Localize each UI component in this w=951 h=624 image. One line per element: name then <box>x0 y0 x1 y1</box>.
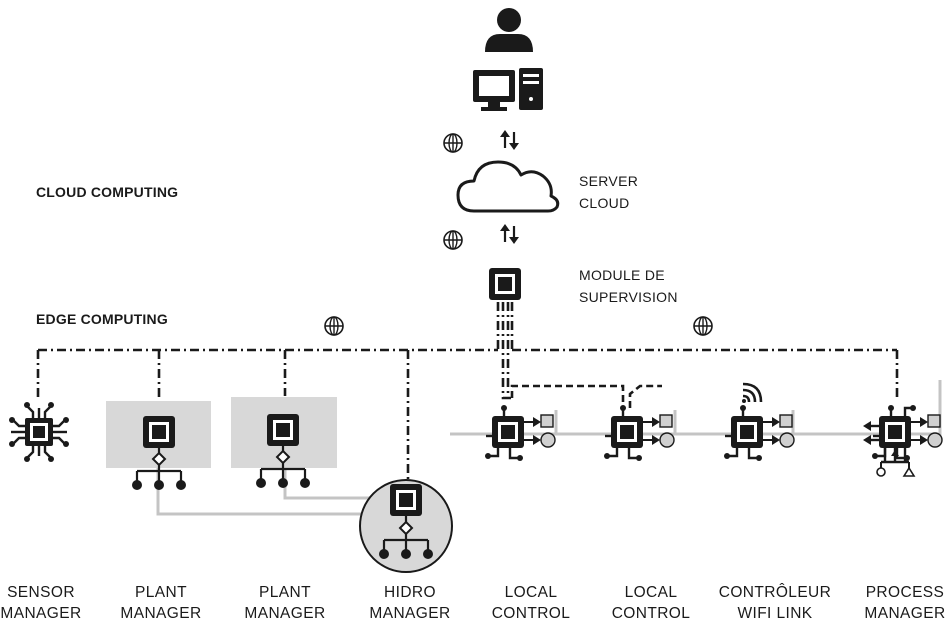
node-label-line1: CONTRÔLEUR <box>718 584 832 601</box>
network-links <box>36 302 899 482</box>
node-label-line1: SENSOR <box>7 584 75 601</box>
globe-icon <box>443 230 463 250</box>
cloud-icon <box>456 160 560 213</box>
node-label-line1: PLANT <box>259 584 311 601</box>
node-label-line2: CONTROL <box>611 605 691 622</box>
node-label-plant-manager-2: PLANT MANAGER <box>225 582 345 624</box>
chip-icon <box>267 414 299 446</box>
local-control-links <box>510 384 662 408</box>
node-label-sensor-manager: SENSOR MANAGER <box>0 582 101 624</box>
node-label-line2: MANAGER <box>864 605 946 622</box>
node-label-process-manager: PROCESS MANAGER <box>845 582 951 624</box>
node-label-line1: LOCAL <box>624 584 678 601</box>
node-label-plant-manager-1: PLANT MANAGER <box>101 582 221 624</box>
node-label-line1: LOCAL <box>504 584 558 601</box>
supervision-line1: MODULE DE <box>579 267 665 283</box>
process-manager-icon <box>863 403 944 477</box>
sensor-manager-icon <box>9 402 69 462</box>
node-label-wifi-controller: CONTRÔLEUR WIFI LINK <box>715 582 835 624</box>
globe-icon <box>324 316 344 336</box>
server-cloud-line2: CLOUD <box>579 195 630 211</box>
supervision-line2: SUPERVISION <box>579 289 678 305</box>
edge-computing-label: EDGE COMPUTING <box>36 311 168 327</box>
node-label-line2: MANAGER <box>369 605 451 622</box>
chip-icon <box>143 416 175 448</box>
node-label-local-control-2: LOCAL CONTROL <box>591 582 711 624</box>
cloud-computing-label: CLOUD COMPUTING <box>36 184 179 200</box>
node-label-hidro-manager: HIDRO MANAGER <box>350 582 470 624</box>
arrows-updown-icon <box>498 222 521 246</box>
chip-icon <box>390 484 422 516</box>
globe-icon <box>693 316 713 336</box>
node-label-line2: CONTROL <box>491 605 571 622</box>
node-label-line2: WIFI LINK <box>737 605 813 622</box>
user-icon <box>485 8 533 52</box>
node-label-local-control-1: LOCAL CONTROL <box>471 582 591 624</box>
node-label-line2: MANAGER <box>120 605 202 622</box>
server-cloud-label: SERVER CLOUD <box>579 170 638 214</box>
node-label-line2: MANAGER <box>0 605 82 622</box>
supervision-module-chip-icon <box>489 268 521 300</box>
arrows-updown-icon <box>498 128 521 152</box>
node-label-line1: PROCESS <box>865 584 945 601</box>
node-label-line2: MANAGER <box>244 605 326 622</box>
node-label-line1: HIDRO <box>384 584 436 601</box>
globe-icon <box>443 133 463 153</box>
supervision-module-label: MODULE DE SUPERVISION <box>579 264 678 308</box>
computer-icon <box>473 68 543 111</box>
server-cloud-line1: SERVER <box>579 173 639 189</box>
wifi-icon <box>742 382 763 403</box>
node-label-line1: PLANT <box>135 584 187 601</box>
